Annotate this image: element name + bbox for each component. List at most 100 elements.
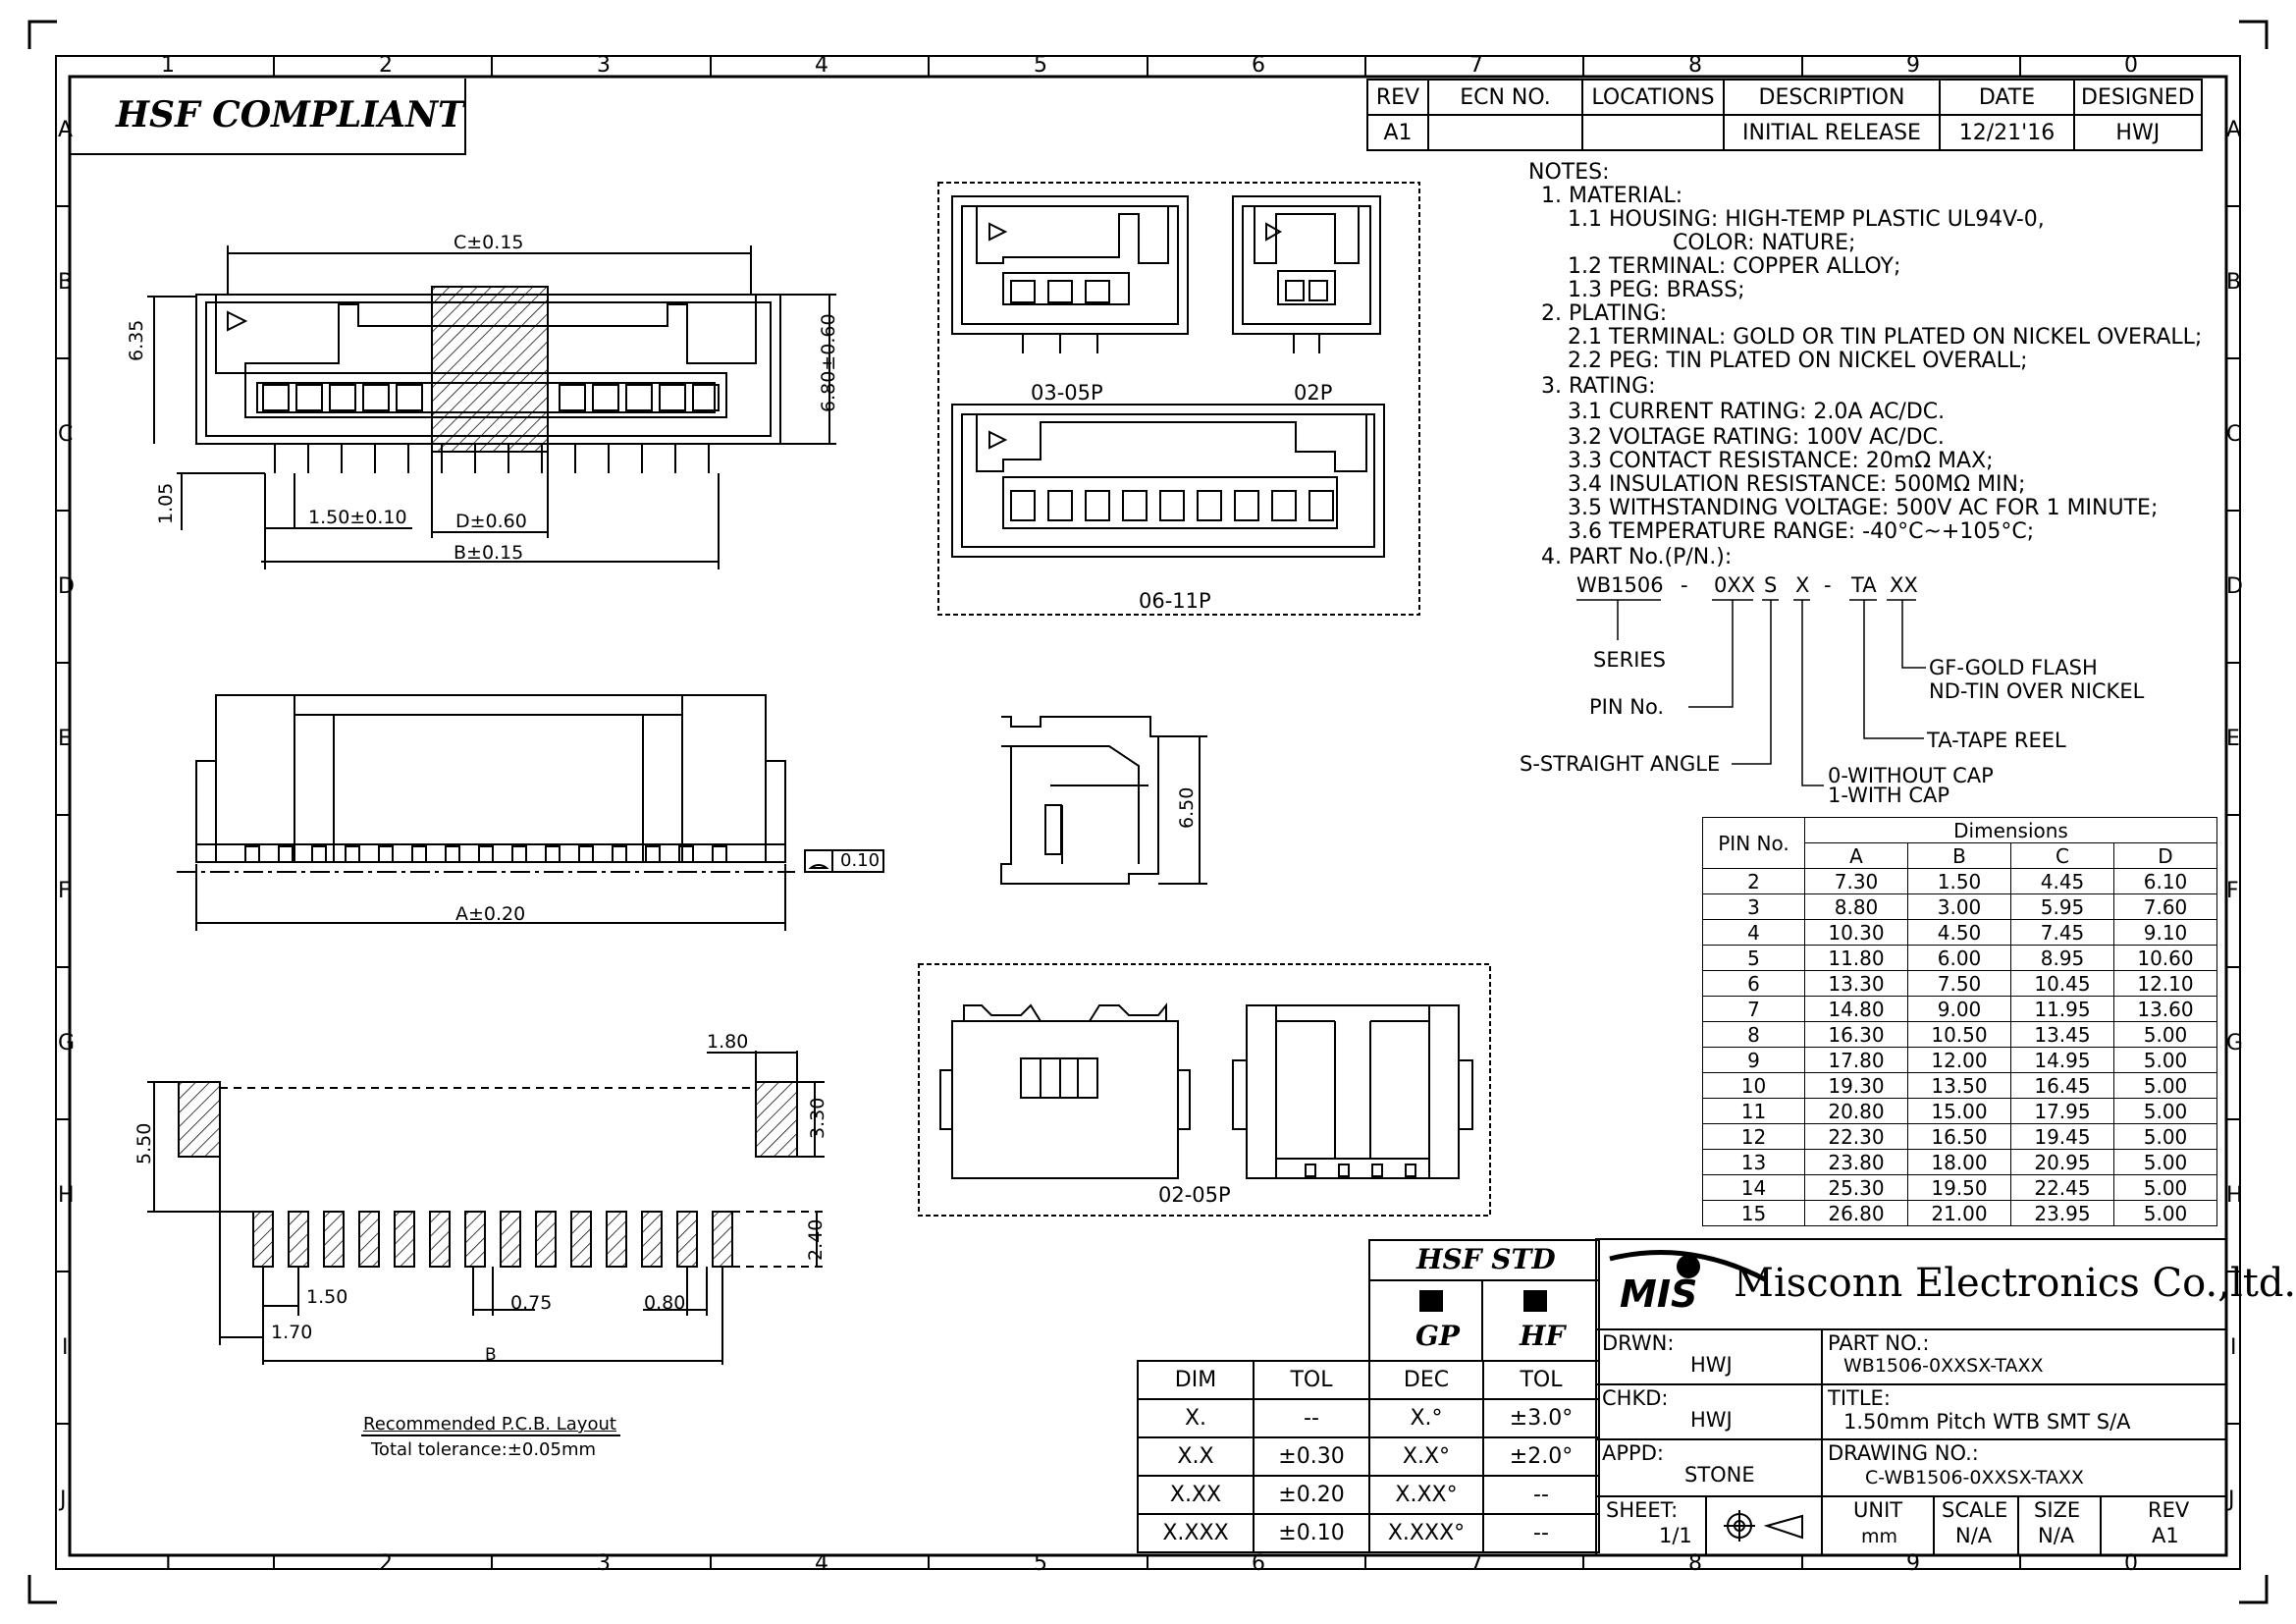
rev-value: A1	[2152, 1524, 2179, 1547]
notes-line: 3.3 CONTACT RESISTANCE: 20mΩ MAX;	[1568, 449, 1994, 473]
notes-line: COLOR: NATURE;	[1673, 231, 1856, 255]
hsf-compliant-title: HSF COMPLIANT	[116, 94, 464, 135]
notes-line: 1.1 HOUSING: HIGH-TEMP PLASTIC UL94V-0,	[1568, 207, 2045, 232]
dims-pin-cell: 11	[1702, 1098, 1805, 1124]
pn-series-code: WB1506	[1576, 573, 1664, 597]
grid-col-label: 6	[1252, 1551, 1265, 1576]
tol-dec-header: DEC	[1368, 1360, 1484, 1400]
dims-col-c: C	[2010, 842, 2114, 869]
dims-value-cell: 12.10	[2113, 970, 2217, 997]
dims-pin-header: PIN No.	[1702, 817, 1805, 869]
date-value: 12/21'16	[1939, 114, 2075, 151]
grid-row-label: J	[2228, 1488, 2235, 1512]
notes-line: 1.3 PEG: BRASS;	[1568, 278, 1745, 302]
revision-header-row: REV ECN NO. LOCATIONS DESCRIPTION DATE D…	[1366, 79, 2203, 116]
designed-header: DESIGNED	[2073, 79, 2203, 116]
dims-value-cell: 20.80	[1804, 1098, 1908, 1124]
dims-value-cell: 6.10	[2113, 868, 2217, 894]
notes-line: 1. MATERIAL:	[1541, 184, 1683, 208]
unit-label: UNIT	[1853, 1498, 1903, 1522]
grid-row-label: B	[58, 270, 74, 295]
pn-gold-label: GF-GOLD FLASH	[1929, 656, 2098, 679]
pcb-dim-075: 0.75	[510, 1292, 553, 1314]
grid-row-label: D	[58, 574, 75, 599]
pn-pin-code: 0XX	[1714, 573, 1756, 597]
tolerance-cell: ±0.20	[1253, 1475, 1370, 1515]
designed-value: HWJ	[2073, 114, 2203, 151]
grid-row-label: H	[58, 1183, 75, 1208]
rev-header: REV	[1366, 79, 1429, 116]
dims-group-header: Dimensions	[1804, 817, 2217, 843]
dims-pin-cell: 2	[1702, 868, 1805, 894]
ecn-value	[1427, 114, 1583, 151]
dims-value-cell: 17.80	[1804, 1047, 1908, 1073]
dims-value-cell: 18.00	[1907, 1149, 2011, 1175]
dims-value-cell: 23.95	[2010, 1200, 2114, 1226]
dims-value-cell: 5.00	[2113, 1047, 2217, 1073]
dims-pin-cell: 14	[1702, 1174, 1805, 1201]
bottom-views	[918, 963, 1491, 1217]
dims-value-cell: 11.95	[2010, 996, 2114, 1022]
view-label-0205: 02-05P	[1158, 1183, 1231, 1207]
dims-value-cell: 8.95	[2010, 945, 2114, 971]
dims-value-cell: 22.45	[2010, 1174, 2114, 1201]
grid-col-label: 7	[1469, 53, 1483, 78]
tolerance-cell: X.	[1137, 1398, 1255, 1438]
dims-value-cell: 26.80	[1804, 1200, 1908, 1226]
grid-row-label: I	[62, 1335, 69, 1360]
dims-value-cell: 10.30	[1804, 919, 1908, 946]
grid-col-label: 1	[161, 53, 175, 78]
revision-table: REV ECN NO. LOCATIONS DESCRIPTION DATE D…	[1366, 79, 2203, 151]
title-value: 1.50mm Pitch WTB SMT S/A	[1843, 1410, 2131, 1434]
notes-line: 2.1 TERMINAL: GOLD OR TIN PLATED ON NICK…	[1568, 325, 2203, 350]
notes-line: 2. PLATING:	[1541, 301, 1668, 326]
dims-col-a: A	[1804, 842, 1908, 869]
grid-row-label: B	[2226, 270, 2242, 295]
notes-line: 2.2 PEG: TIN PLATED ON NICKEL OVERALL;	[1568, 349, 2028, 373]
tolerance-cell: --	[1482, 1475, 1600, 1515]
hsf-std-title: HSF STD	[1416, 1243, 1556, 1275]
dims-value-cell: 12.00	[1907, 1047, 2011, 1073]
tolerance-cell: ±0.30	[1253, 1436, 1370, 1477]
pcb-layout-tolerance: Total tolerance:±0.05mm	[371, 1439, 597, 1460]
dims-value-cell: 15.00	[1907, 1098, 2011, 1124]
notes-line: 3.6 TEMPERATURE RANGE: -40°C~+105°C;	[1568, 519, 2035, 544]
hsf-std-block	[1368, 1239, 1600, 1362]
grid-row-label: E	[58, 727, 72, 751]
grid-col-label: 8	[1688, 1551, 1702, 1576]
grid-col-label: 2	[379, 53, 393, 78]
tolerance-cell: X.XX	[1137, 1475, 1255, 1515]
dim-label-pitch: 1.50±0.10	[308, 507, 407, 528]
tolerance-cell: ±3.0°	[1482, 1398, 1600, 1438]
scale-value: N/A	[1955, 1524, 1993, 1547]
tolerance-header-row: DIM TOL DEC TOL	[1137, 1360, 1600, 1400]
grid-row-label: A	[58, 118, 74, 142]
pcb-dim-080: 0.80	[644, 1292, 686, 1314]
top-view	[147, 245, 836, 569]
tolerance-cell: --	[1253, 1398, 1370, 1438]
appd-value: STONE	[1684, 1463, 1755, 1487]
table-row: X.--X.°±3.0°	[1137, 1398, 1600, 1438]
dims-value-cell: 13.60	[2113, 996, 2217, 1022]
grid-col-label: 7	[1469, 1551, 1483, 1576]
drwn-label: DRWN:	[1602, 1331, 1675, 1355]
pcb-layout	[147, 1051, 825, 1436]
dims-value-cell: 25.30	[1804, 1174, 1908, 1201]
grid-row-label: H	[2226, 1183, 2243, 1208]
title-label: TITLE:	[1828, 1386, 1891, 1410]
scale-label: SCALE	[1942, 1498, 2008, 1522]
dim-label-d: D±0.60	[455, 511, 527, 532]
unit-value: mm	[1861, 1526, 1898, 1547]
tol-header: TOL	[1482, 1360, 1600, 1400]
dims-value-cell: 13.45	[2010, 1021, 2114, 1048]
grid-row-label: D	[2226, 574, 2243, 599]
dims-value-cell: 5.00	[2113, 1149, 2217, 1175]
notes-line: 3. RATING:	[1541, 374, 1656, 399]
pn-pack-code: TA	[1851, 573, 1877, 597]
part-no-label: PART NO.:	[1828, 1331, 1930, 1355]
grid-col-label: 5	[1034, 1551, 1047, 1576]
dims-value-cell: 16.50	[1907, 1123, 2011, 1150]
